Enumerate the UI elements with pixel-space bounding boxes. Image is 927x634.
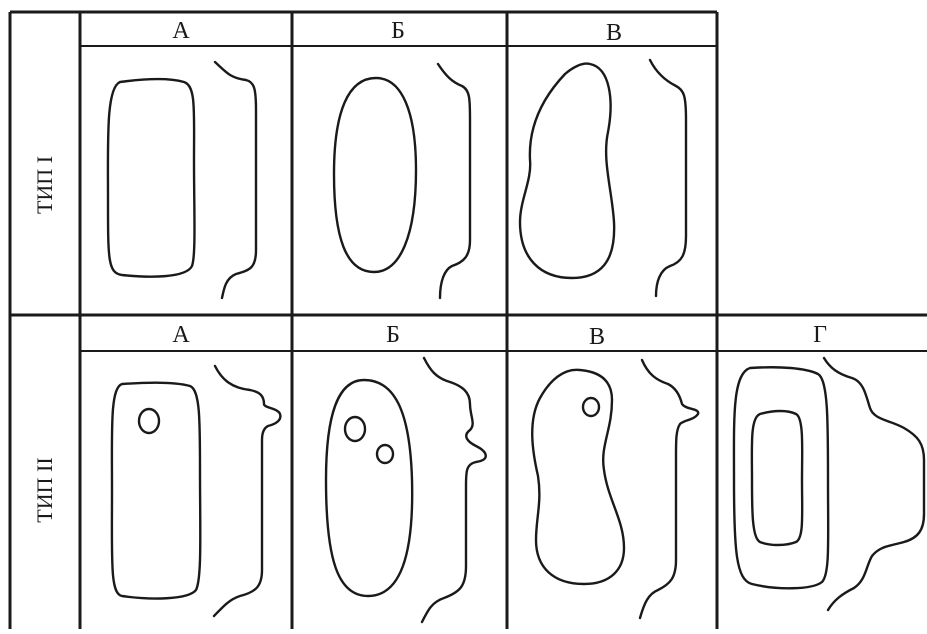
col-header-type2-g: Г xyxy=(813,322,827,348)
col-header-type1-b: Б xyxy=(391,18,405,44)
row-label-type1: ТИП I xyxy=(32,156,57,214)
cell-type1-v xyxy=(520,60,686,296)
contour-shape-type2-g-outer xyxy=(734,367,828,588)
col-header-type2-a: А xyxy=(172,322,190,348)
inclusion-type2-a xyxy=(139,409,159,433)
contour-shape-type1-a xyxy=(108,79,195,277)
cell-type2-b xyxy=(326,358,486,622)
profile-curve-type1-v xyxy=(650,60,686,296)
cell-type2-a xyxy=(112,366,281,616)
contour-shape-type1-v xyxy=(520,64,614,278)
profile-curve-type1-b xyxy=(438,64,470,298)
contour-shape-type2-g-inner xyxy=(752,411,802,545)
contour-shape-type1-b xyxy=(334,78,416,272)
profile-curve-type2-g xyxy=(824,358,924,610)
profile-curve-type2-a xyxy=(214,366,280,616)
inclusion-type2-b-1 xyxy=(345,417,365,441)
inclusion-type2-v xyxy=(583,398,599,416)
cell-type2-v xyxy=(532,360,698,618)
col-header-type1-v: В xyxy=(606,20,622,46)
profile-curve-type2-v xyxy=(640,360,698,618)
col-header-type1-a: А xyxy=(172,18,190,44)
cell-type1-a xyxy=(108,62,256,298)
row-label-type2: ТИП II xyxy=(32,457,57,522)
col-header-type2-v: В xyxy=(589,324,605,350)
profile-curve-type2-b xyxy=(422,358,486,622)
profile-curve-type1-a xyxy=(215,62,256,298)
table-grid xyxy=(10,12,927,629)
cell-type2-g xyxy=(734,358,924,610)
cell-type1-b xyxy=(334,64,470,298)
contour-shape-type2-a xyxy=(112,383,200,599)
contour-shape-type2-b xyxy=(326,380,412,596)
contour-shape-type2-v xyxy=(532,370,624,584)
inclusion-type2-b-2 xyxy=(377,445,393,463)
col-header-type2-b: Б xyxy=(386,322,400,348)
